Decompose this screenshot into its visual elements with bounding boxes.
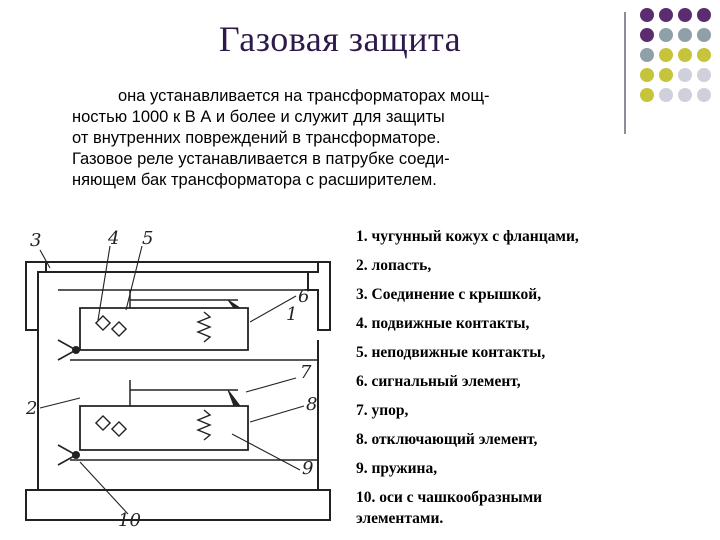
legend-item: 7. упор,: [356, 402, 409, 419]
legend-item: 4. подвижные контакты,: [356, 315, 530, 332]
decorative-dot: [678, 68, 692, 82]
legend-item-line: 10. оси с чашкообразными: [356, 489, 543, 506]
diagram-label-9: 9: [302, 458, 313, 479]
diagram-label-10: 10: [118, 510, 141, 531]
decorative-dot: [678, 28, 692, 42]
legend-item: 1. чугунный кожух с фланцами,: [356, 228, 579, 245]
intro-line: ностью 1000 к В А и более и служит для з…: [72, 108, 445, 126]
intro-line: няющем бак трансформатора с расширителем…: [72, 171, 437, 189]
relay-housing: [25, 330, 331, 521]
moving-contact: [110, 320, 128, 338]
decorative-dot: [659, 8, 673, 22]
moving-contact: [110, 420, 128, 438]
relay-housing: [25, 261, 47, 331]
decorative-dot: [640, 28, 654, 42]
legend-item: 9. пружина,: [356, 460, 438, 477]
pivot-axis: [72, 346, 80, 354]
legend-item: 6. сигнальный элемент,: [356, 373, 521, 390]
diagram-label-3: 3: [30, 230, 41, 251]
signal-element: [79, 307, 249, 351]
decorative-divider: [624, 12, 626, 134]
moving-contact: [94, 414, 112, 432]
slide-title: Газовая защита: [218, 19, 462, 59]
decorative-dot: [659, 28, 673, 42]
legend-item: 2. лопасть,: [356, 257, 432, 274]
diagram-label-5: 5: [142, 228, 153, 249]
moving-contact: [94, 314, 112, 332]
decorative-dot: [697, 48, 711, 62]
intro-line: Газовое реле устанавливается в патрубке …: [72, 150, 450, 168]
diagram-label-8: 8: [306, 394, 317, 415]
intro-paragraph: она устанавливается на трансформаторах м…: [72, 86, 604, 191]
decorative-dot: [697, 28, 711, 42]
legend-item: 10. оси с чашкообразными элементами.: [356, 483, 696, 529]
decorative-dot: [678, 8, 692, 22]
decorative-dot: [659, 68, 673, 82]
pivot-axis: [72, 451, 80, 459]
decorative-dot-grid: [640, 8, 720, 128]
decorative-dot: [640, 68, 654, 82]
intro-line: она устанавливается на трансформаторах м…: [118, 87, 490, 105]
gas-relay-diagram: 3 4 5 6 1 7 2 8 9 10: [25, 228, 331, 531]
diagram-label-7: 7: [300, 362, 312, 383]
decorative-dot: [640, 88, 654, 102]
decorative-dot: [640, 48, 654, 62]
decorative-dot: [697, 68, 711, 82]
legend-item: 5. неподвижные контакты,: [356, 344, 546, 361]
trip-element: [79, 405, 249, 451]
relay-housing: [46, 261, 319, 273]
decorative-dot: [640, 8, 654, 22]
legend-list: 1. чугунный кожух с фланцами, 2. лопасть…: [356, 222, 696, 529]
decorative-dot: [678, 88, 692, 102]
spring: [196, 409, 212, 441]
decorative-dot: [678, 48, 692, 62]
diagram-label-6: 6: [298, 286, 309, 307]
diagram-label-2: 2: [25, 398, 37, 419]
spring: [196, 311, 212, 343]
intro-line: от внутренних повреждений в трансформато…: [72, 129, 441, 147]
stop: [227, 299, 242, 309]
legend-item-line: элементами.: [356, 510, 444, 527]
decorative-dot: [659, 88, 673, 102]
legend-item: 3. Соединение с крышкой,: [356, 286, 542, 303]
diagram-label-4: 4: [107, 228, 119, 249]
legend-item: 8. отключающий элемент,: [356, 431, 538, 448]
stop: [227, 389, 241, 407]
decorative-dot: [697, 8, 711, 22]
decorative-dot: [659, 48, 673, 62]
diagram-label-1: 1: [286, 304, 297, 325]
decorative-dot: [697, 88, 711, 102]
